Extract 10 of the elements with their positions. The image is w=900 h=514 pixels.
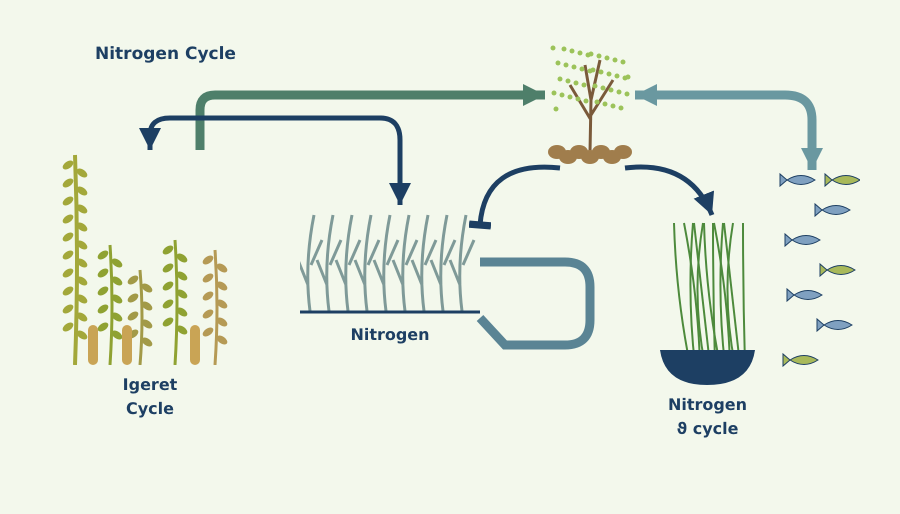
arrow bbox=[635, 84, 823, 170]
node-label: Nitrogen ϑ cycle bbox=[666, 394, 748, 440]
arrow bbox=[139, 116, 411, 205]
connector-line bbox=[468, 164, 560, 230]
arrow bbox=[196, 84, 545, 150]
node-label: Igeret Cycle bbox=[122, 374, 178, 420]
arrow bbox=[624, 164, 714, 216]
node-label: Nitrogen bbox=[349, 324, 431, 346]
connector-line bbox=[476, 258, 594, 350]
diagram-title: Nitrogen Cycle bbox=[95, 44, 236, 64]
